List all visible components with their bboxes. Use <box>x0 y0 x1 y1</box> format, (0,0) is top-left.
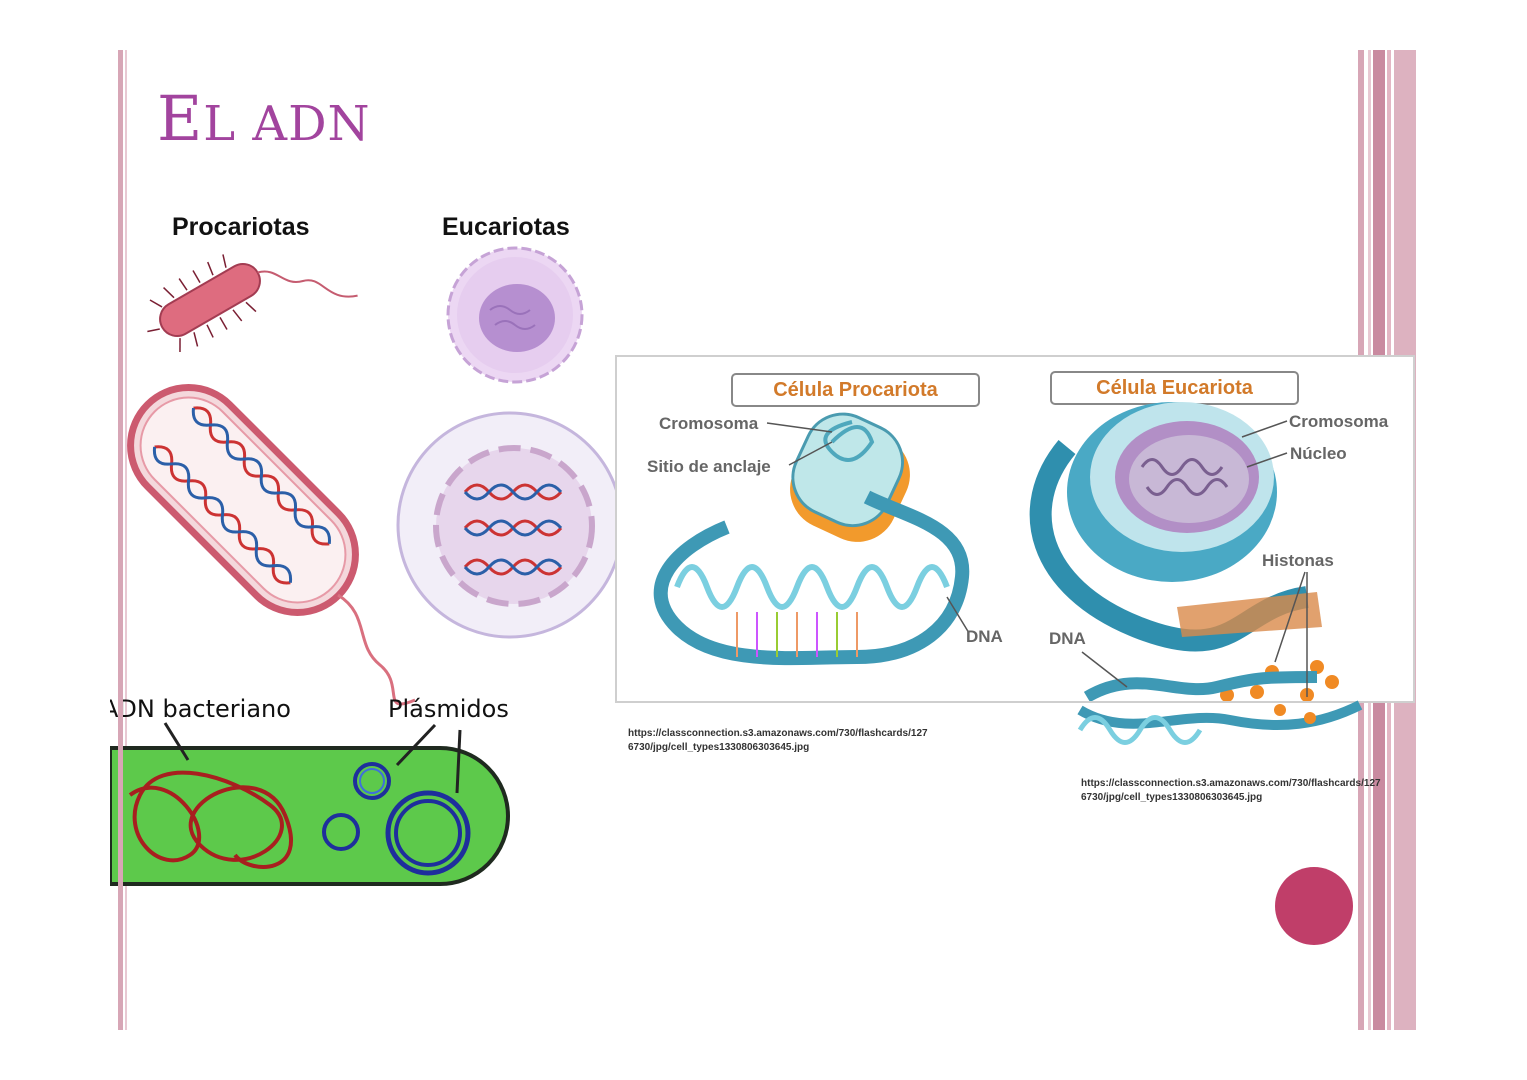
label-histones: Histonas <box>1262 551 1334 570</box>
accent-circle <box>1275 867 1353 945</box>
cell-diagram-illustration <box>653 402 1339 701</box>
bacterium-dna-image <box>127 384 359 616</box>
left-figure: Procariotas Eucariotas <box>102 195 670 895</box>
left-figure-clip <box>0 195 110 915</box>
label-nucleus: Núcleo <box>1290 444 1347 463</box>
label-plasmids: Plásmidos <box>388 695 509 723</box>
label-bacterial-dna: ADN bacteriano <box>102 695 291 723</box>
prokaryote-cell-image <box>653 412 970 666</box>
label-dna-right: DNA <box>1049 629 1086 648</box>
label-eukaryotes: Eucariotas <box>442 213 570 241</box>
left-border-line <box>125 50 127 1030</box>
label-chromosome-right: Cromosoma <box>1289 412 1389 431</box>
cell-illustrations <box>110 246 624 886</box>
right-figure-card: Célula Procariota Célula Eucariota <box>615 355 1415 703</box>
label-chromosome-left: Cromosoma <box>659 414 759 433</box>
label-anchor-site: Sitio de anclaje <box>647 457 771 476</box>
slide-title: EL ADN <box>157 82 371 155</box>
box-prokaryote-title: Célula Procariota <box>731 373 980 407</box>
bacterium-small-image <box>147 254 358 352</box>
eukaryote-nucleus-image <box>396 411 624 639</box>
eukaryote-small-image <box>446 246 584 384</box>
bacterium-plasmids-image <box>110 722 510 886</box>
eukaryote-cell-image <box>1029 402 1339 701</box>
image-caption-right: https://classconnection.s3.amazonaws.com… <box>1081 778 1381 803</box>
label-dna-left: DNA <box>966 627 1003 646</box>
image-caption-left: https://classconnection.s3.amazonaws.com… <box>628 728 928 753</box>
dna-overhang-image <box>1077 700 1363 745</box>
label-prokaryotes: Procariotas <box>172 213 310 241</box>
